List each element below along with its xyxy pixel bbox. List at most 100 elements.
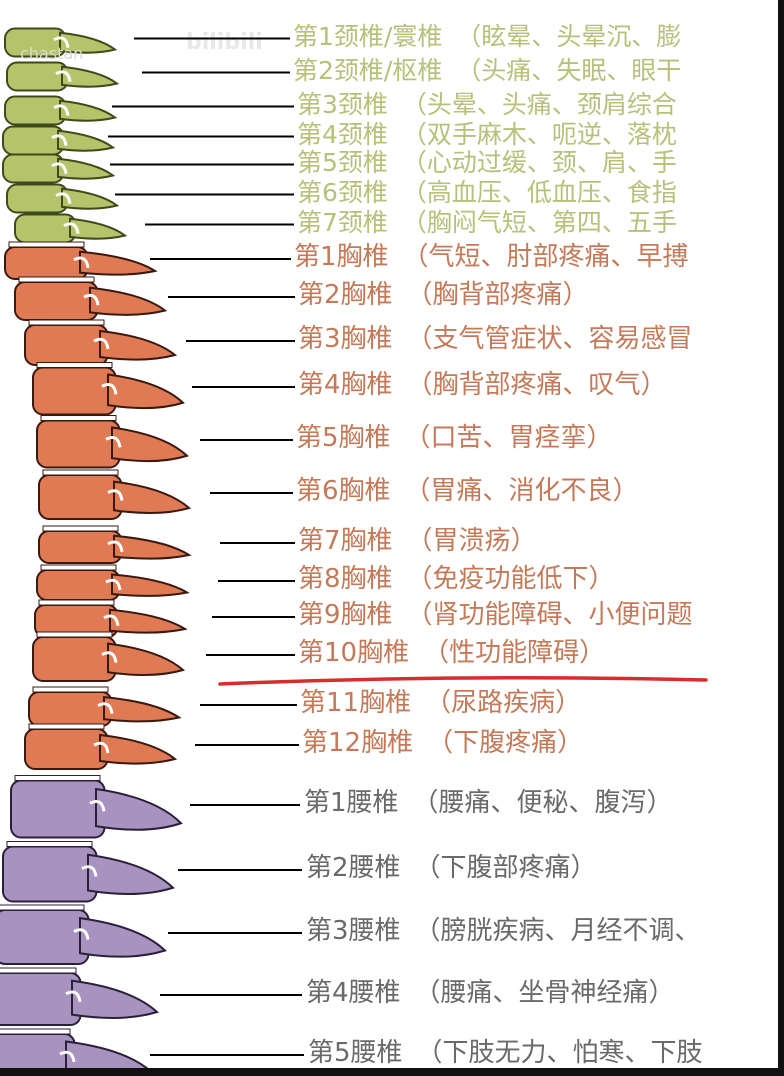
intervertebral-disc <box>28 319 105 326</box>
facet-highlight <box>73 256 90 269</box>
vertebra-name: 第7胸椎 <box>298 526 393 556</box>
spinous-process <box>107 642 186 677</box>
vertebra-name: 第7颈椎 <box>297 208 388 237</box>
vertebra-body <box>10 779 106 839</box>
vertebra-label-24: 第5腰椎（下肢无力、怕寒、下肢 <box>308 1040 703 1066</box>
vertebra-body <box>38 530 123 564</box>
spine-illustration <box>0 0 205 1076</box>
facet-highlight <box>55 192 72 204</box>
vertebra-1 <box>4 27 118 58</box>
spinous-process <box>59 31 118 54</box>
vertebra-symptoms: （头痛、失眠、眼干 <box>456 56 682 85</box>
vertebra-symptoms: （腰痛、便秘、腹泻） <box>412 788 673 818</box>
vertebra-symptoms: （胸闷气短、第四、五手 <box>401 208 677 237</box>
vertebra-name: 第6颈椎 <box>297 178 388 207</box>
vertebra-body <box>4 95 67 126</box>
vertebra-label-20: 第1腰椎（腰痛、便秘、腹泻） <box>304 790 673 816</box>
intervertebral-disc <box>14 775 101 781</box>
vertebra-symptoms: （尿路疾病） <box>425 688 582 718</box>
vertebra-symptoms: （腰痛、坐骨神经痛） <box>414 978 675 1008</box>
spinous-process <box>61 187 120 210</box>
vertebra-name: 第2胸椎 <box>298 280 393 310</box>
vertebra-label-19: 第12胸椎（下腹疼痛） <box>302 730 583 756</box>
vertebra-body <box>14 213 77 244</box>
vertebra-label-15: 第8胸椎 （免疫功能低下） <box>298 566 615 592</box>
vertebra-symptoms: （胸背部疼痛） <box>406 280 589 310</box>
vertebra-label-16: 第9胸椎 （肾功能障碍、小便问题 <box>298 602 693 628</box>
vertebra-body <box>28 691 113 727</box>
vertebra-symptoms: （免疫功能低下） <box>406 564 615 594</box>
vertebra-body <box>36 569 121 601</box>
vertebra-body <box>0 972 82 1026</box>
vertebra-16 <box>34 604 188 638</box>
vertebra-name: 第6胸椎 <box>296 476 391 506</box>
intervertebral-disc <box>28 723 105 730</box>
vertebra-name: 第9胸椎 <box>298 600 393 630</box>
facet-highlight <box>105 436 122 448</box>
vertebra-label-12: 第5胸椎（口苦、胃痉挛） <box>296 425 613 451</box>
spinous-process <box>111 426 189 463</box>
spinous-process <box>89 286 168 316</box>
vertebra-23 <box>0 972 159 1026</box>
vertebra-name: 第8胸椎 <box>298 564 393 594</box>
vertebra-12 <box>36 419 189 469</box>
facet-highlight <box>51 162 68 174</box>
spinous-process <box>87 853 175 896</box>
vertebra-body <box>24 728 109 770</box>
vertebra-name: 第4颈椎 <box>297 120 388 149</box>
vertebra-body <box>6 183 69 214</box>
vertebra-label-11: 第4胸椎（胸背部疼痛、叹气） <box>298 372 667 398</box>
watermark-site: bilibili <box>186 30 263 55</box>
spinous-process <box>95 787 183 831</box>
vertebra-body <box>2 153 65 184</box>
facet-highlight <box>97 702 114 714</box>
spinous-process <box>99 329 178 361</box>
vertebra-19 <box>24 728 178 770</box>
facet-highlight <box>65 990 82 1003</box>
spinous-process <box>57 129 116 152</box>
watermark-user: chastan <box>20 44 84 63</box>
vertebra-label-4: 第4颈椎（双手麻木、呃逆、落枕 <box>297 122 677 147</box>
facet-highlight <box>89 800 106 812</box>
vertebra-label-2: 第2颈椎/枢椎 （头痛、失眠、眼干 <box>293 58 681 83</box>
facet-highlight <box>55 70 72 82</box>
vertebra-6 <box>6 183 120 214</box>
facet-highlight <box>53 36 70 48</box>
vertebra-name: 第2颈椎/枢椎 <box>293 56 443 85</box>
vertebra-symptoms: （性功能障碍） <box>423 638 606 668</box>
vertebra-label-18: 第11胸椎 （尿路疾病） <box>300 690 581 716</box>
vertebra-symptoms: （下腹部疼痛） <box>414 853 597 883</box>
vertebra-18 <box>28 691 182 727</box>
vertebra-body <box>32 366 117 416</box>
vertebra-name: 第12胸椎 <box>302 728 414 758</box>
vertebra-name: 第5胸椎 <box>296 423 391 453</box>
vertebra-label-22: 第3腰椎（膀胱疾病、月经不调、 <box>306 918 701 944</box>
spinous-process <box>111 573 190 597</box>
vertebra-label-1: 第1颈椎/寰椎（眩晕、头晕沉、膨 <box>293 24 681 49</box>
vertebra-symptoms: （气短、肘部疼痛、早搏 <box>402 242 689 272</box>
vertebra-14 <box>38 530 192 564</box>
vertebra-name: 第5腰椎 <box>308 1038 403 1068</box>
vertebra-symptoms: （肾功能障碍、小便问题 <box>406 600 693 630</box>
vertebra-symptoms: （支气管症状、容易感冒 <box>406 324 693 354</box>
vertebra-7 <box>14 213 128 244</box>
spinous-process <box>69 217 128 240</box>
spinous-process <box>107 373 185 410</box>
vertebra-body <box>24 324 109 366</box>
vertebra-name: 第3腰椎 <box>306 916 401 946</box>
vertebra-body <box>2 125 65 156</box>
vertebra-label-14: 第7胸椎 （胃溃疡） <box>298 528 537 554</box>
vertebra-20 <box>10 779 183 839</box>
vertebra-name: 第3胸椎 <box>298 324 393 354</box>
vertebra-label-6: 第6颈椎（高血压、低血压、食指 <box>297 180 677 205</box>
vertebra-name: 第11胸椎 <box>300 688 412 718</box>
vertebra-label-7: 第7颈椎 （胸闷气短、第四、五手 <box>297 210 677 235</box>
vertebra-13 <box>38 474 192 520</box>
spinous-process <box>57 157 116 180</box>
vertebra-15 <box>36 569 190 601</box>
vertebra-symptoms: （胃痛、消化不良） <box>404 476 639 506</box>
spinous-process <box>113 534 192 560</box>
spinous-process <box>103 695 182 723</box>
vertebra-symptoms: （胃溃疡） <box>406 526 537 556</box>
facet-highlight <box>107 489 124 501</box>
